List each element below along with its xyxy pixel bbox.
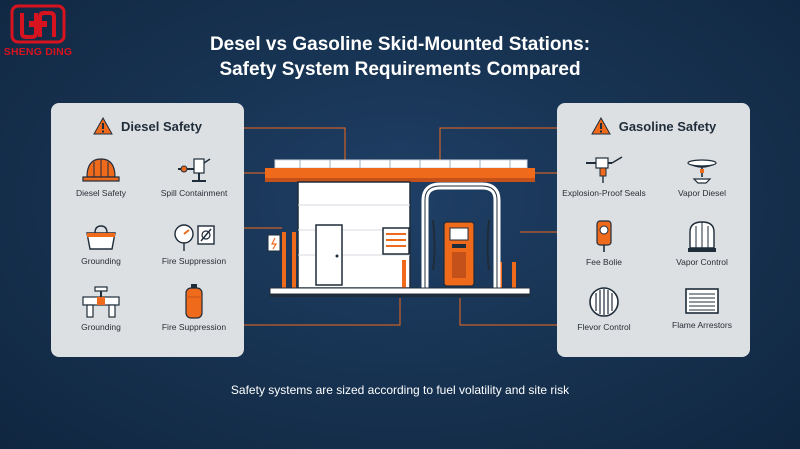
containment-tray-icon — [86, 225, 116, 250]
diesel-item-2: Spill Containment — [149, 153, 239, 198]
skid-base — [269, 287, 531, 295]
solar-panel-strip — [274, 159, 528, 169]
diesel-item-6: Fire Suppression — [149, 283, 239, 332]
title-line-1: Desel vs Gasoline Skid-Mounted Stations: — [209, 34, 591, 55]
gasoline-item-4: Vapor Control — [657, 218, 747, 267]
title-line-2: Safety System Requirements Compared — [219, 59, 581, 80]
diesel-item-5-label: Grounding — [81, 322, 121, 332]
diesel-item-2-label: Spill Containment — [160, 188, 228, 198]
warning-icon — [590, 117, 611, 135]
diesel-item-3-label: Grounding — [81, 256, 121, 266]
canopy-roof — [265, 168, 535, 178]
brand-name: SHENG DING — [3, 46, 73, 58]
gasoline-item-3: Fee Bolie — [559, 218, 649, 267]
gasoline-item-5: Flevor Control — [559, 285, 649, 332]
vent-grille-icon — [589, 287, 619, 317]
gasoline-item-6-label: Flame Arrestors — [672, 320, 732, 330]
hard-hat-icon — [82, 158, 120, 182]
gasoline-item-2-label: Vapor Diesel — [677, 188, 727, 198]
diesel-item-3: Grounding — [56, 221, 146, 266]
extinguisher-icon — [185, 284, 203, 319]
gasoline-item-6: Flame Arrestors — [657, 285, 747, 330]
arrestor-grille-icon — [685, 288, 719, 314]
dome-tank-icon — [688, 221, 716, 252]
gasoline-panel-header: Gasoline Safety — [557, 117, 750, 135]
diesel-safety-panel: Diesel Safety Diesel Safety Spill Contai… — [51, 103, 244, 357]
gasoline-item-4-label: Vapor Control — [676, 257, 728, 267]
warning-icon — [93, 117, 113, 135]
gauge-icon — [174, 224, 215, 251]
diesel-panel-header: Diesel Safety — [51, 117, 244, 135]
diesel-item-4-label: Fire Suppression — [161, 256, 227, 266]
sheng-ding-logo-icon — [10, 4, 66, 44]
vapor-dish-icon — [687, 159, 717, 184]
diesel-item-1-label: Diesel Safety — [75, 188, 127, 198]
diesel-item-1: Diesel Safety — [56, 153, 146, 198]
electrical-box — [267, 234, 281, 252]
gasoline-panel-title: Gasoline Safety — [618, 118, 717, 134]
brand-logo: SHENG DING — [2, 3, 74, 63]
diesel-item-6-label: Fire Suppression — [161, 322, 227, 332]
pipe-valve-icon — [82, 286, 120, 318]
gasoline-item-1: Explosion-Proof Seals — [559, 153, 649, 198]
footer-caption: Safety systems are sized according to fu… — [230, 383, 570, 397]
diesel-item-5: Grounding — [56, 285, 146, 332]
page-title: Desel vs Gasoline Skid-Mounted Stations:… — [140, 32, 660, 82]
gasoline-item-5-label: Flevor Control — [577, 322, 631, 332]
sensor-icon — [596, 220, 612, 252]
diesel-panel-title: Diesel Safety — [121, 118, 202, 134]
gasoline-item-3-label: Fee Bolie — [586, 257, 622, 267]
seal-valve-icon — [586, 156, 623, 183]
diesel-item-4: Fire Suppression — [149, 221, 239, 266]
gasoline-item-1-label: Explosion-Proof Seals — [562, 188, 646, 198]
gasoline-item-2: Vapor Diesel — [657, 153, 747, 198]
gasoline-safety-panel: Gasoline Safety Explosion-Proof Seals Va… — [557, 103, 750, 357]
spill-valve-icon — [178, 158, 211, 182]
